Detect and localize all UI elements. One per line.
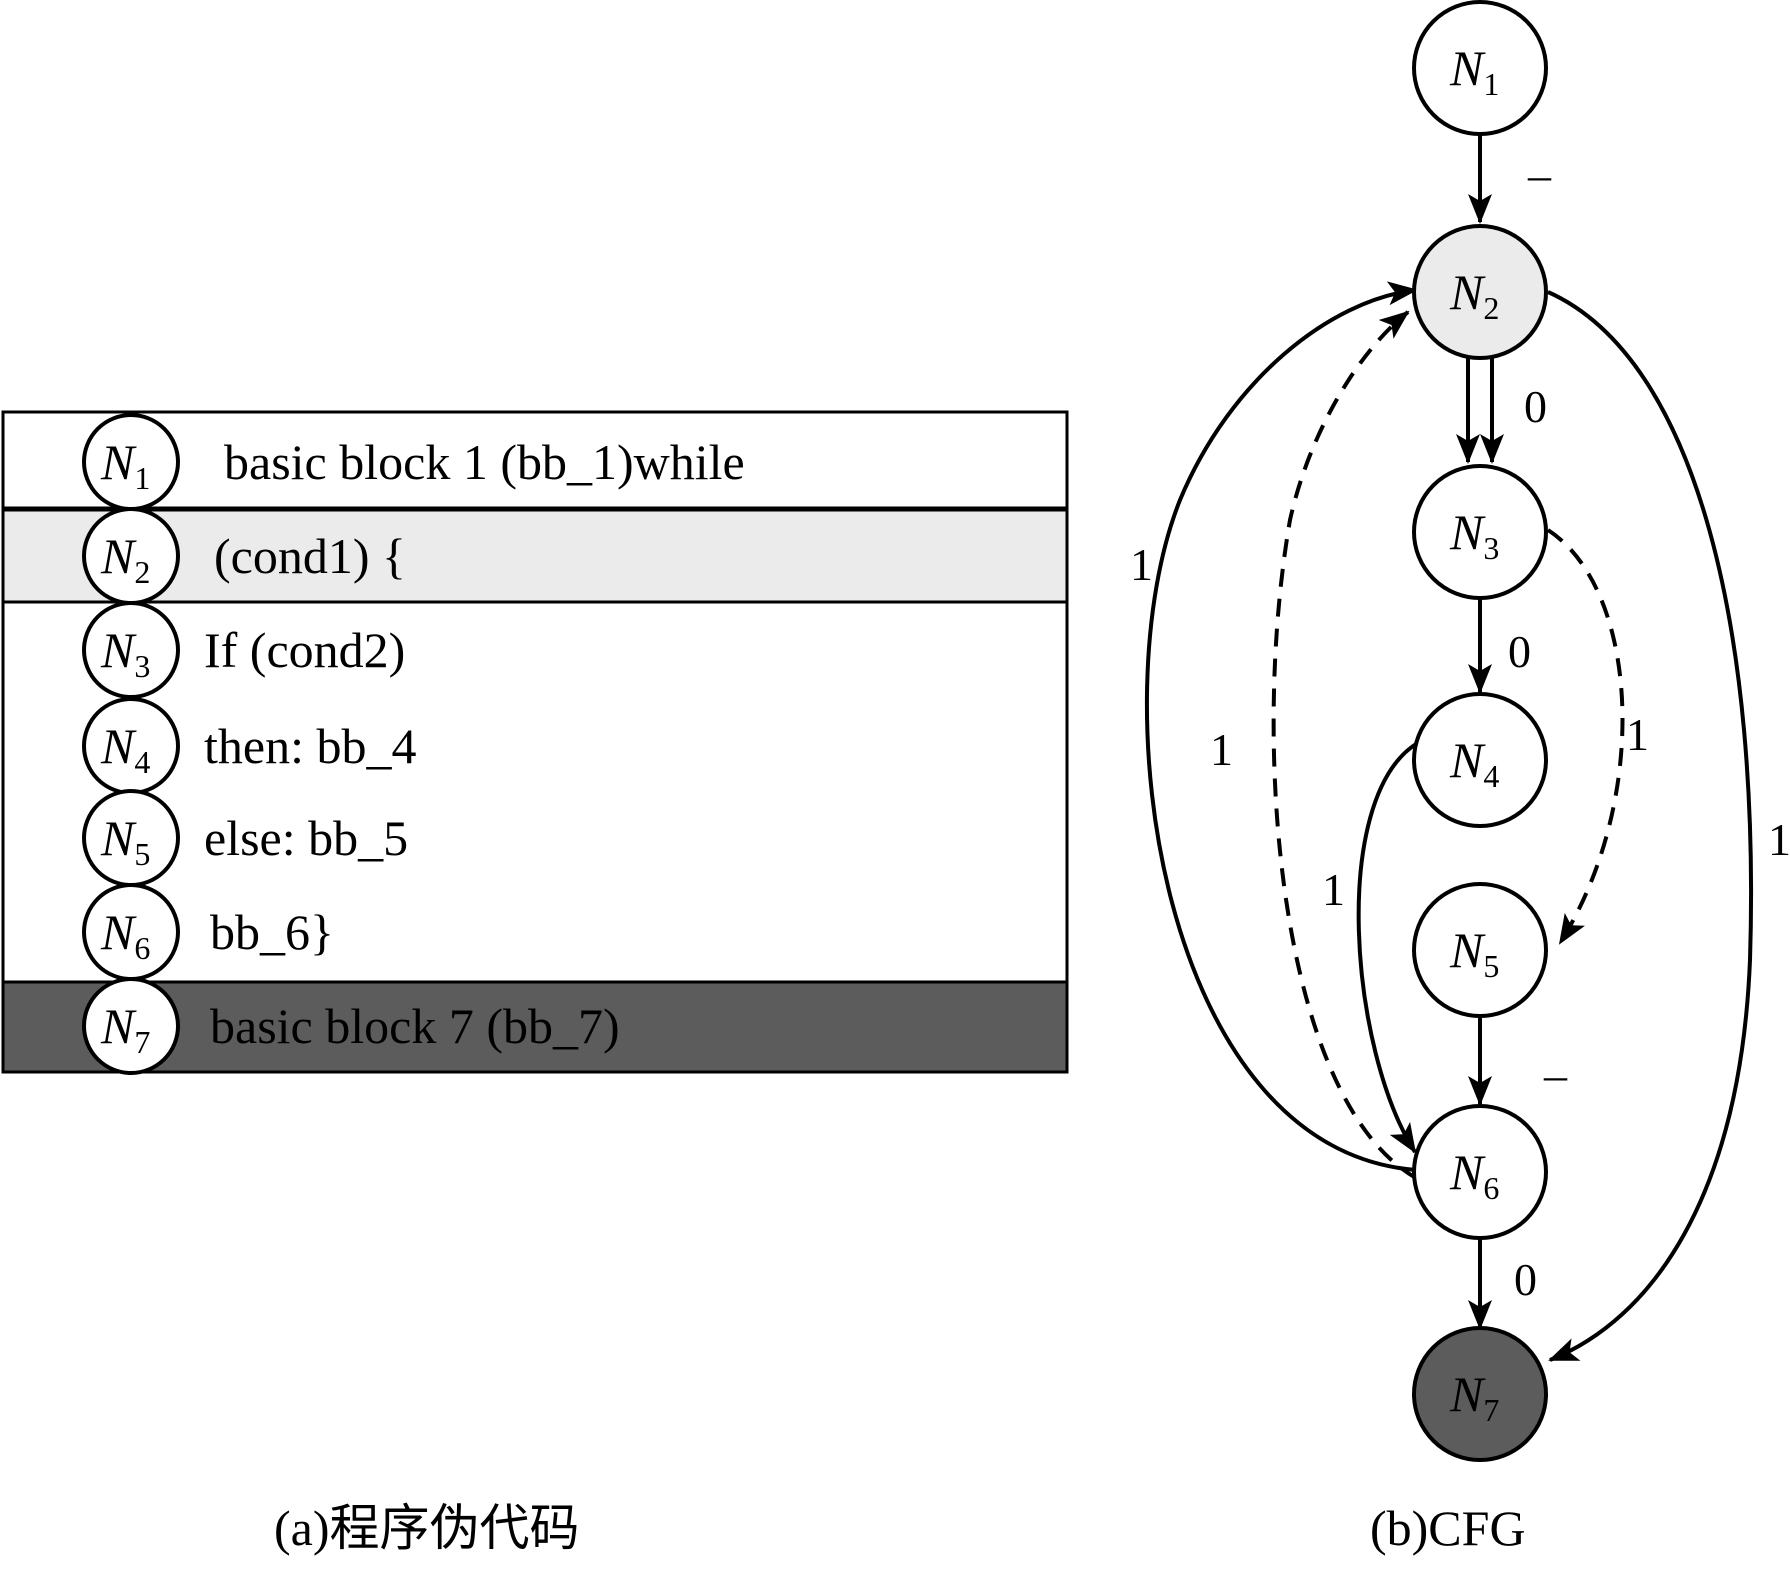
edge-n3-n5 bbox=[1546, 528, 1625, 945]
code-line-3: If (cond2) bbox=[204, 622, 405, 678]
cfg-node-n2: N2 bbox=[1412, 224, 1548, 360]
code-node-label-7: N7 bbox=[100, 998, 150, 1060]
code-row-2: N2 (cond1) { bbox=[82, 507, 406, 605]
cfg-node-n4: N4 bbox=[1412, 692, 1548, 828]
svg-text:N1: N1 bbox=[1449, 40, 1499, 102]
code-node-label-6: N6 bbox=[100, 904, 150, 966]
code-row-6: N6 bb_6} bbox=[82, 883, 334, 981]
code-node-label-3: N3 bbox=[100, 622, 150, 684]
cfg-node-n5: N5 bbox=[1412, 882, 1548, 1018]
code-row-1-bg bbox=[1, 410, 1069, 510]
edge-label-n3-n4: 0 bbox=[1508, 626, 1531, 677]
caption-a: (a)程序伪代码 bbox=[274, 1500, 580, 1556]
code-row-1: N1 basic block 1 (bb_1)while bbox=[82, 413, 745, 511]
code-row-2-bg bbox=[1, 508, 1069, 604]
code-node-label-4: N4 bbox=[100, 718, 150, 780]
cfg-node-n1: N1 bbox=[1412, 0, 1548, 136]
code-row-4: N4 then: bb_4 bbox=[82, 697, 416, 795]
svg-text:N3: N3 bbox=[1449, 504, 1499, 566]
svg-text:N7: N7 bbox=[1449, 1366, 1499, 1428]
code-line-5: else: bb_5 bbox=[204, 810, 408, 866]
edge-n4-n6 bbox=[1356, 742, 1418, 1154]
cfg-node-n7: N7 bbox=[1412, 1326, 1548, 1462]
code-node-label-1: N1 bbox=[100, 434, 150, 496]
edge-label-n6-n2-dashed: 1 bbox=[1210, 724, 1233, 775]
edge-label-n5-n6: – bbox=[1543, 1049, 1568, 1100]
code-row-3: N3 If (cond2) bbox=[82, 601, 405, 699]
code-line-1: basic block 1 (bb_1)while bbox=[224, 434, 745, 490]
edge-label-n1-n2: – bbox=[1527, 149, 1552, 200]
code-node-badge-7 bbox=[82, 977, 180, 1075]
pseudocode-table: N1 basic block 1 (bb_1)while N2 (cond1) … bbox=[1, 410, 1069, 1075]
code-rows-3-6-bg bbox=[1, 600, 1069, 984]
cfg-node-n3: N3 bbox=[1412, 464, 1548, 600]
code-node-label-5: N5 bbox=[100, 810, 150, 872]
svg-text:N2: N2 bbox=[1449, 264, 1499, 326]
cfg-edges bbox=[1144, 135, 1754, 1362]
edge-label-n4-n6: 1 bbox=[1322, 864, 1345, 915]
svg-text:N5: N5 bbox=[1449, 922, 1499, 984]
code-row-5: N5 else: bb_5 bbox=[82, 789, 408, 887]
edge-n6-n2-solid bbox=[1144, 281, 1418, 1172]
svg-text:N4: N4 bbox=[1449, 732, 1499, 794]
edge-label-n6-n2-solid: 1 bbox=[1130, 539, 1153, 590]
cfg-edge-labels: – 0 0 1 1 – 1 1 0 1 bbox=[1130, 149, 1790, 1305]
code-node-label-2: N2 bbox=[100, 528, 150, 590]
edge-n2-n7 bbox=[1547, 290, 1754, 1362]
code-line-7: basic block 7 (bb_7) bbox=[210, 998, 620, 1054]
code-line-4: then: bb_4 bbox=[204, 718, 416, 774]
edge-label-n2-n7: 1 bbox=[1768, 814, 1790, 865]
cfg-nodes: N1 N2 N3 N4 N5 N6 N7 bbox=[1412, 0, 1548, 1462]
code-line-2: (cond1) { bbox=[214, 528, 406, 584]
caption-b: (b)CFG bbox=[1370, 1500, 1526, 1556]
code-row-7: N7 basic block 7 (bb_7) bbox=[82, 977, 620, 1075]
code-line-6: bb_6} bbox=[210, 904, 334, 960]
edge-label-n6-n7: 0 bbox=[1514, 1254, 1537, 1305]
edge-label-n2-n3: 0 bbox=[1524, 381, 1547, 432]
code-row-7-bg bbox=[1, 980, 1069, 1074]
svg-text:N6: N6 bbox=[1449, 1144, 1499, 1206]
edge-n6-n2-dashed bbox=[1271, 310, 1417, 1180]
edge-label-n3-n5: 1 bbox=[1626, 709, 1649, 760]
cfg-node-n6: N6 bbox=[1412, 1104, 1548, 1240]
